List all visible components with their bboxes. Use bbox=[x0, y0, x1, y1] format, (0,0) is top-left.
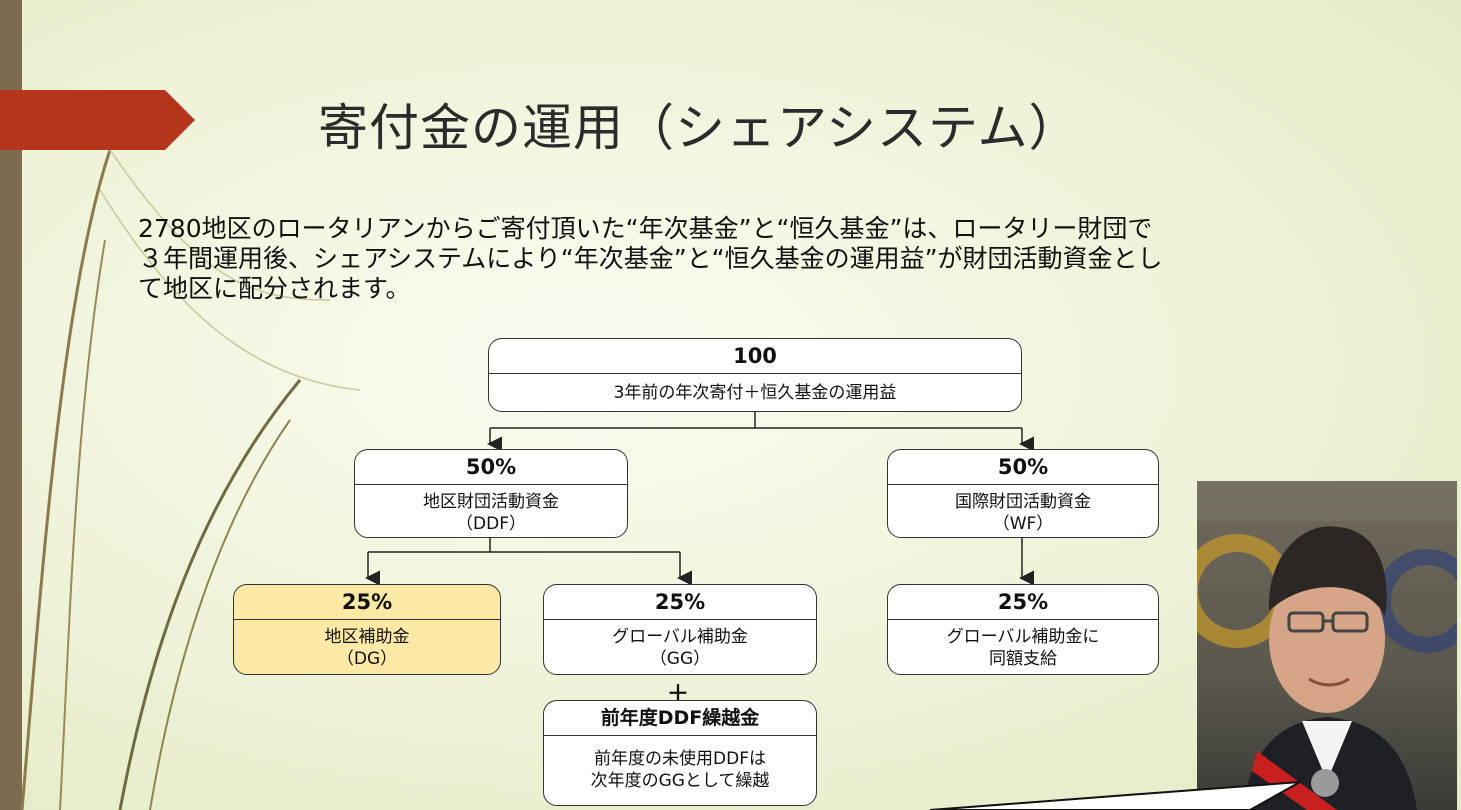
ddf-box: 50% 地区財団活動資金 （DDF） bbox=[354, 449, 628, 538]
description-line: 2780地区のロータリアンからご寄付頂いた“年次基金”と“恒久基金”は、ロータリ… bbox=[138, 214, 1153, 243]
decorative-swooshes bbox=[20, 149, 361, 810]
gg-label: グローバル補助金 bbox=[612, 627, 748, 647]
ddf-abbr: （DDF） bbox=[456, 514, 526, 534]
wf-abbr: （WF） bbox=[992, 514, 1054, 534]
ddf-percent: 50% bbox=[355, 450, 627, 485]
dg-abbr: （DG） bbox=[336, 649, 398, 669]
left-accent-bar bbox=[0, 0, 22, 810]
gg-box: 25% グローバル補助金 （GG） bbox=[543, 584, 817, 675]
dg-box: 25% 地区補助金 （DG） bbox=[233, 584, 501, 675]
title-arrow-banner bbox=[0, 90, 195, 150]
dg-percent: 25% bbox=[234, 585, 500, 620]
wf-percent: 50% bbox=[888, 450, 1158, 485]
ddf-label: 地区財団活動資金 bbox=[423, 492, 559, 512]
wf-label: 国際財団活動資金 bbox=[955, 492, 1091, 512]
carryover-line: 次年度のGGとして繰越 bbox=[590, 771, 770, 791]
total-fund-value: 100 bbox=[489, 339, 1021, 374]
description-line: ３年間運用後、シェアシステムにより“年次基金”と“恒久基金の運用益”が財団活動資… bbox=[138, 244, 1163, 273]
wf-gg-box: 25% グローバル補助金に 同額支給 bbox=[887, 584, 1159, 675]
total-fund-box: 100 3年前の年次寄付＋恒久基金の運用益 bbox=[488, 338, 1022, 412]
wf-gg-label: グローバル補助金に bbox=[946, 627, 1100, 647]
total-fund-label: 3年前の年次寄付＋恒久基金の運用益 bbox=[613, 383, 897, 403]
gg-abbr: （GG） bbox=[649, 649, 711, 669]
description-line: て地区に配分されます。 bbox=[138, 274, 411, 303]
wf-gg-percent: 25% bbox=[888, 585, 1158, 620]
wf-gg-note: 同額支給 bbox=[989, 649, 1057, 669]
slide-title: 寄付金の運用（シェアシステム） bbox=[318, 99, 1080, 157]
carryover-box: 前年度DDF繰越金 前年度の未使用DDFは 次年度のGGとして繰越 bbox=[543, 700, 817, 806]
slide-description: 2780地区のロータリアンからご寄付頂いた“年次基金”と“恒久基金”は、ロータリ… bbox=[138, 214, 1338, 304]
carryover-title: 前年度DDF繰越金 bbox=[544, 701, 816, 736]
dg-label: 地区補助金 bbox=[324, 627, 410, 647]
carryover-line: 前年度の未使用DDFは bbox=[594, 749, 766, 769]
wf-box: 50% 国際財団活動資金 （WF） bbox=[887, 449, 1159, 538]
speaker-photo bbox=[1197, 481, 1457, 810]
gg-percent: 25% bbox=[544, 585, 816, 620]
